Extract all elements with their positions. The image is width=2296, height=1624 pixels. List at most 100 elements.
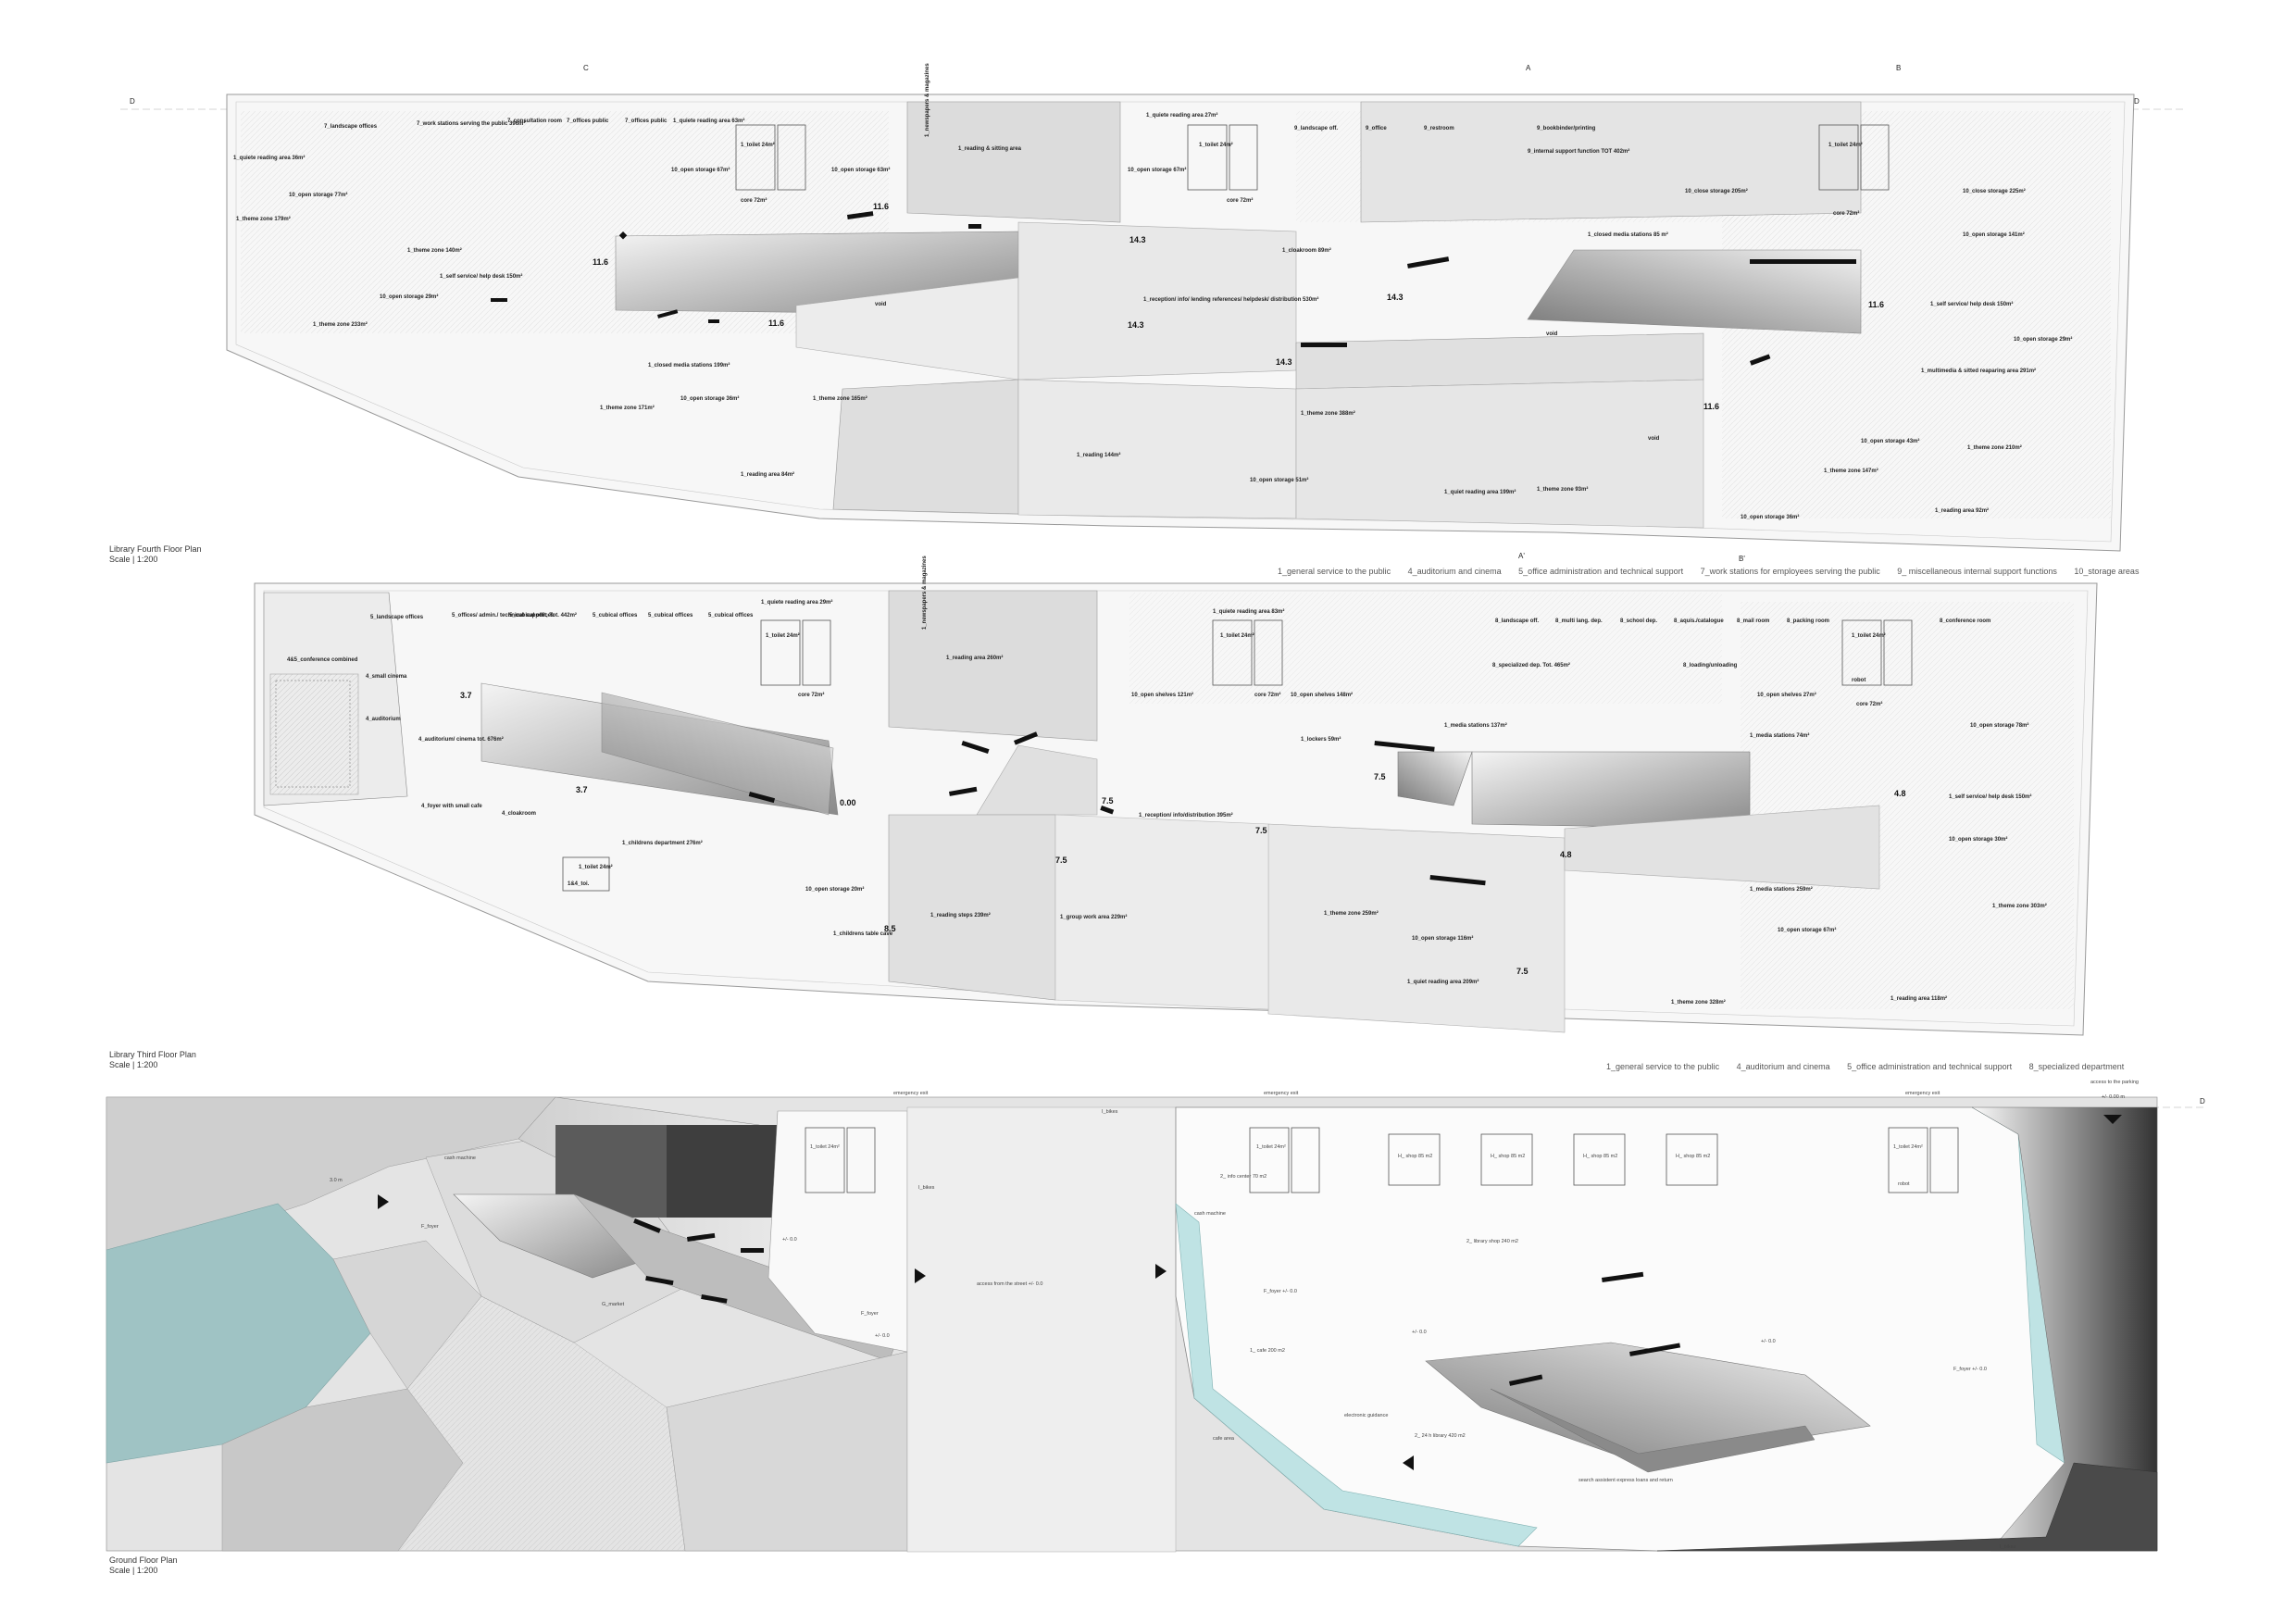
room-label: emergency exit xyxy=(893,1091,929,1096)
room-label: I_bikes xyxy=(2000,1544,2016,1550)
ground-floor-title: Ground Floor Plan xyxy=(109,1555,178,1565)
room-label: F_foyer xyxy=(421,1224,439,1230)
room-label: 1_toilet 24m² xyxy=(1220,632,1254,639)
room-label: 1_quiet reading area 199m² xyxy=(1444,489,1516,495)
room-label: 10_open shelves 148m² xyxy=(1291,692,1353,698)
room-label: 8_mail room xyxy=(1737,618,1769,624)
room-label: 10_open shelves 121m² xyxy=(1131,692,1193,698)
room-label: 3.0 m xyxy=(330,1178,343,1183)
room-label: 1_toilet 24m² xyxy=(1852,632,1886,639)
fourth-floor-scale: Scale | 1:200 xyxy=(109,555,158,564)
room-label: 10_open storage 20m² xyxy=(805,886,864,893)
room-label: F_foyer +/- 0.0 xyxy=(1953,1367,1987,1372)
room-label: 10_open storage 29m² xyxy=(2014,336,2072,343)
room-label: 1_childrens department 276m² xyxy=(622,840,703,846)
room-label: 4_auditorium xyxy=(366,717,401,722)
room-label: 1_reading 144m² xyxy=(1077,452,1120,458)
room-label: 4_small cinema xyxy=(366,674,407,680)
room-label: 1_reading & sitting area xyxy=(958,146,1022,152)
room-label: cash machine xyxy=(1194,1211,1226,1217)
room-label: 1_theme zone 179m² xyxy=(236,216,291,222)
room-label: 1_theme zone 259m² xyxy=(1324,910,1379,917)
room-label: void xyxy=(1546,331,1558,337)
third-floor-title: Library Third Floor Plan xyxy=(109,1050,196,1059)
room-label: search assistent express loans and retur… xyxy=(1578,1478,1673,1483)
room-label: 9_landscape off. xyxy=(1294,126,1338,131)
room-label: core 72m² xyxy=(741,197,767,204)
level-mark: 11.6 xyxy=(768,319,784,328)
room-label: 7_offices public xyxy=(625,119,668,124)
room-label: void xyxy=(875,302,887,307)
room-label: 9_office xyxy=(1366,126,1387,131)
room-label: F_foyer xyxy=(861,1311,879,1317)
room-label: robot xyxy=(1852,678,1866,683)
room-label: 5_cubical offices xyxy=(708,613,754,618)
room-label: 1_multimedia & sitted reaparing area 291… xyxy=(1921,368,2036,374)
legend-item: 10_storage areas xyxy=(2074,567,2140,576)
room-label: access to the parking xyxy=(2090,1080,2139,1085)
room-label: void xyxy=(1648,436,1660,442)
room-label: 8_multi lang. dep. xyxy=(1555,618,1603,624)
room-label: 1_theme zone 147m² xyxy=(1824,468,1878,474)
room-label: 1_media stations 74m² xyxy=(1750,732,1809,739)
axis-d-label-right: D xyxy=(2134,97,2140,106)
room-label: 1_theme zone 388m² xyxy=(1301,410,1355,417)
room-label: 1_quiete reading area 29m² xyxy=(761,599,832,606)
room-label: 10_close storage 205m² xyxy=(1685,188,1748,194)
level-mark: 14.3 xyxy=(1129,235,1146,244)
room-label: 1_toilet 24m² xyxy=(741,142,775,148)
level-mark: 11.6 xyxy=(593,257,608,267)
room-label: 1_media stations 259m² xyxy=(1750,886,1813,893)
room-label: H_ shop 85 m2 xyxy=(1583,1154,1617,1159)
room-label: 8_landscape off. xyxy=(1495,618,1539,624)
room-label: 1_toilet 24m² xyxy=(1199,142,1233,148)
legend-item: 5_office administration and technical su… xyxy=(1847,1062,2013,1071)
room-label: 1_ cafe 200 m2 xyxy=(1250,1348,1285,1354)
fourth-floor-title: Library Fourth Floor Plan xyxy=(109,544,202,554)
room-label: 1_quiet reading area 209m² xyxy=(1407,979,1479,985)
room-label: +/- 0.0 xyxy=(782,1237,797,1243)
room-label: 1_cloakroom 89m² xyxy=(1282,247,1331,254)
level-mark: 11.6 xyxy=(873,202,889,211)
room-label: 1_toilet 24m² xyxy=(1893,1144,1923,1150)
room-label: 9_internal support function TOT 402m² xyxy=(1528,148,1629,155)
room-label: 4_auditorium/ cinema tot. 676m² xyxy=(418,736,504,743)
fourth-floor-caption: Library Fourth Floor Plan Scale | 1:200 xyxy=(109,544,202,565)
room-label: 1_quiete reading area 27m² xyxy=(1146,112,1217,119)
room-label: G_market xyxy=(602,1302,625,1307)
axis-d-label-ground-right: D xyxy=(2200,1097,2205,1106)
third-floor-scale: Scale | 1:200 xyxy=(109,1060,158,1069)
fourth-floor-level-marks: 11.6 11.6 11.6 14.3 14.3 14.3 14.3 11.6 … xyxy=(593,202,1884,411)
room-label: 7_work stations serving the public 396m² xyxy=(417,120,525,127)
axis-b-label: B xyxy=(1896,64,1901,72)
room-label: +/- 0.0 xyxy=(1761,1339,1776,1344)
room-label: 1_toilet 24m² xyxy=(1256,1144,1286,1150)
room-label: 1_reception/ info/ lending references/ h… xyxy=(1143,296,1318,303)
legend-item: 1_general service to the public xyxy=(1278,567,1391,576)
room-label: 10_open storage 67m² xyxy=(671,167,730,173)
room-label: 10_close storage 225m² xyxy=(1963,188,2026,194)
room-label: cafe area xyxy=(1213,1436,1235,1442)
room-label: 10_open storage 36m² xyxy=(1741,514,1799,520)
room-label: 1_self service/ help desk 150m² xyxy=(1949,793,2031,800)
room-label: 8_school dep. xyxy=(1620,618,1657,624)
room-label: 1_theme zone 210m² xyxy=(1967,444,2022,451)
room-label: 10_open storage 116m² xyxy=(1412,935,1473,942)
third-floor-plan: 3.7 3.7 0.00 7.5 7.5 7.5 7.5 4.8 4.8 8.5… xyxy=(254,556,2098,1036)
room-label: H_ shop 85 m2 xyxy=(1398,1154,1432,1159)
room-label: 1_self service/ help desk 150m² xyxy=(1930,301,2013,307)
room-label: core 72m² xyxy=(1227,197,1253,204)
room-label: 10_open storage 43m² xyxy=(1861,438,1919,444)
room-label: 8_aquis./catalogue xyxy=(1674,618,1724,624)
room-label: 1_reading area 84m² xyxy=(741,471,794,478)
room-label: 5_cubical offices xyxy=(648,613,693,618)
room-label: 1_reception/ info/distribution 395m² xyxy=(1139,812,1233,818)
room-label: 1_toilet 24m² xyxy=(766,632,800,639)
room-label: 1_closed media stations 199m² xyxy=(648,362,730,369)
room-label: 1_closed media stations 85 m² xyxy=(1588,231,1668,238)
level-mark: 14.3 xyxy=(1128,320,1144,330)
room-label: 1_self service/ help desk 150m² xyxy=(440,273,522,280)
room-label: 1_childrens table cave xyxy=(833,931,893,937)
legend-item: 7_work stations for employees serving th… xyxy=(1700,567,1880,576)
ground-floor-labels: cash machine 3.0 m F_foyer G_market F_fo… xyxy=(330,1080,2139,1550)
